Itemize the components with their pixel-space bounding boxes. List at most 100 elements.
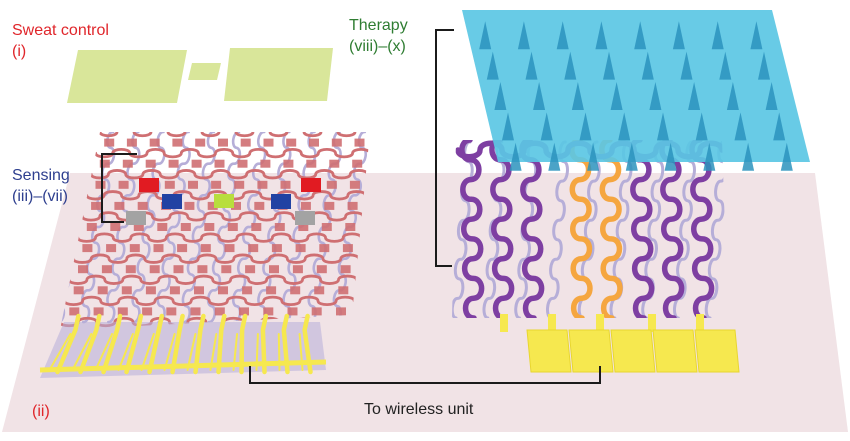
electrode-pad bbox=[526, 329, 572, 373]
mesh-node bbox=[153, 244, 164, 253]
mesh-node bbox=[149, 138, 160, 147]
microneedle bbox=[479, 21, 492, 50]
mesh-node bbox=[188, 180, 198, 189]
microneedle bbox=[603, 51, 615, 80]
microneedle bbox=[703, 142, 716, 171]
mesh-node bbox=[340, 265, 351, 274]
mesh-node bbox=[290, 286, 301, 295]
mesh-node bbox=[254, 201, 265, 210]
mesh-node bbox=[126, 138, 137, 147]
mesh-node bbox=[336, 307, 346, 316]
mesh-node bbox=[266, 286, 277, 295]
mesh-interconnect bbox=[156, 132, 191, 324]
mesh-node bbox=[101, 265, 112, 274]
electrode-pad bbox=[694, 329, 740, 373]
mesh-interconnect bbox=[94, 147, 370, 159]
microneedle bbox=[556, 21, 569, 50]
sensor-gray-right bbox=[295, 211, 315, 225]
purple-serpentine bbox=[459, 140, 485, 318]
mesh-node bbox=[338, 286, 349, 295]
wireless-unit-label: To wireless unit bbox=[364, 401, 474, 418]
microneedle bbox=[765, 82, 778, 110]
electrode-lead bbox=[596, 314, 604, 332]
mesh-node bbox=[237, 159, 248, 168]
mesh-node bbox=[172, 138, 183, 147]
therapy-bracket bbox=[435, 29, 454, 267]
mesh-interconnect bbox=[98, 132, 370, 138]
electrode-finger bbox=[101, 313, 123, 375]
sensor-blue-left bbox=[162, 194, 182, 209]
mesh-interconnect bbox=[482, 140, 506, 318]
electrode-finger bbox=[140, 333, 155, 371]
mesh-node bbox=[287, 307, 298, 316]
mesh-interconnect bbox=[71, 253, 361, 264]
mesh-node bbox=[240, 138, 251, 147]
mesh-node bbox=[99, 159, 110, 168]
microneedle bbox=[664, 142, 677, 171]
sweat-control-label: Sweat control bbox=[12, 22, 109, 39]
mesh-node bbox=[257, 180, 268, 189]
electrode-lead bbox=[696, 314, 704, 332]
mesh-node bbox=[180, 223, 191, 231]
mesh-node bbox=[177, 244, 188, 253]
mesh-node bbox=[234, 180, 245, 189]
electrode-lead bbox=[500, 314, 508, 332]
mesh-node bbox=[184, 201, 195, 210]
mesh-node bbox=[137, 201, 148, 210]
mesh-node bbox=[274, 223, 285, 231]
mesh-node bbox=[221, 265, 232, 274]
mesh-node bbox=[191, 159, 202, 168]
microneedle bbox=[734, 112, 747, 141]
mesh-node bbox=[173, 265, 184, 274]
microneedle bbox=[579, 112, 592, 141]
mesh-node bbox=[73, 286, 84, 295]
mesh-node bbox=[117, 307, 128, 316]
mesh-interconnect bbox=[67, 274, 358, 285]
electrode-finger bbox=[78, 313, 102, 375]
sensing-label: Sensing bbox=[12, 167, 70, 184]
microneedle bbox=[711, 21, 724, 50]
mesh-interconnect bbox=[673, 140, 696, 318]
mesh-node bbox=[245, 265, 256, 274]
mesh-interconnect bbox=[63, 295, 356, 307]
electrode-finger bbox=[193, 313, 206, 375]
mesh-node bbox=[321, 223, 332, 231]
microneedle bbox=[773, 112, 786, 141]
mesh-node bbox=[349, 180, 360, 189]
mesh-node bbox=[329, 159, 340, 168]
microneedle bbox=[525, 51, 538, 80]
mesh-node bbox=[239, 307, 249, 316]
mesh-node bbox=[110, 223, 121, 231]
microneedle bbox=[533, 82, 546, 110]
right-electrode-pads bbox=[500, 314, 740, 373]
electrode-finger bbox=[302, 313, 313, 375]
sensor-array bbox=[126, 178, 321, 225]
mesh-node bbox=[207, 201, 218, 210]
microneedle bbox=[742, 142, 755, 171]
microneedle bbox=[595, 21, 608, 50]
mesh-node bbox=[214, 307, 225, 316]
mesh-node bbox=[91, 201, 102, 210]
therapy-index: (viii)–(x) bbox=[349, 38, 406, 55]
electrode-finger bbox=[260, 313, 269, 375]
mesh-node bbox=[195, 138, 206, 147]
mesh-node bbox=[324, 201, 335, 210]
mesh-node bbox=[218, 138, 228, 147]
mesh-node bbox=[260, 159, 271, 168]
microneedle-patch bbox=[462, 10, 810, 171]
mesh-node bbox=[314, 286, 325, 295]
substrate-index: (ii) bbox=[32, 403, 50, 420]
heater-serpentine bbox=[599, 140, 623, 318]
electrode-finger bbox=[216, 313, 227, 375]
mesh-node bbox=[104, 138, 115, 147]
microneedle bbox=[571, 82, 584, 110]
sensing-bracket bbox=[101, 153, 137, 223]
mesh-node bbox=[166, 307, 177, 316]
mesh-node bbox=[168, 159, 179, 168]
mesh-node bbox=[292, 265, 303, 274]
sensor-red-right bbox=[301, 178, 321, 192]
microneedle bbox=[649, 82, 662, 110]
electrode-finger bbox=[239, 313, 248, 375]
mesh-interconnect bbox=[546, 140, 569, 318]
mesh-node bbox=[194, 286, 204, 295]
